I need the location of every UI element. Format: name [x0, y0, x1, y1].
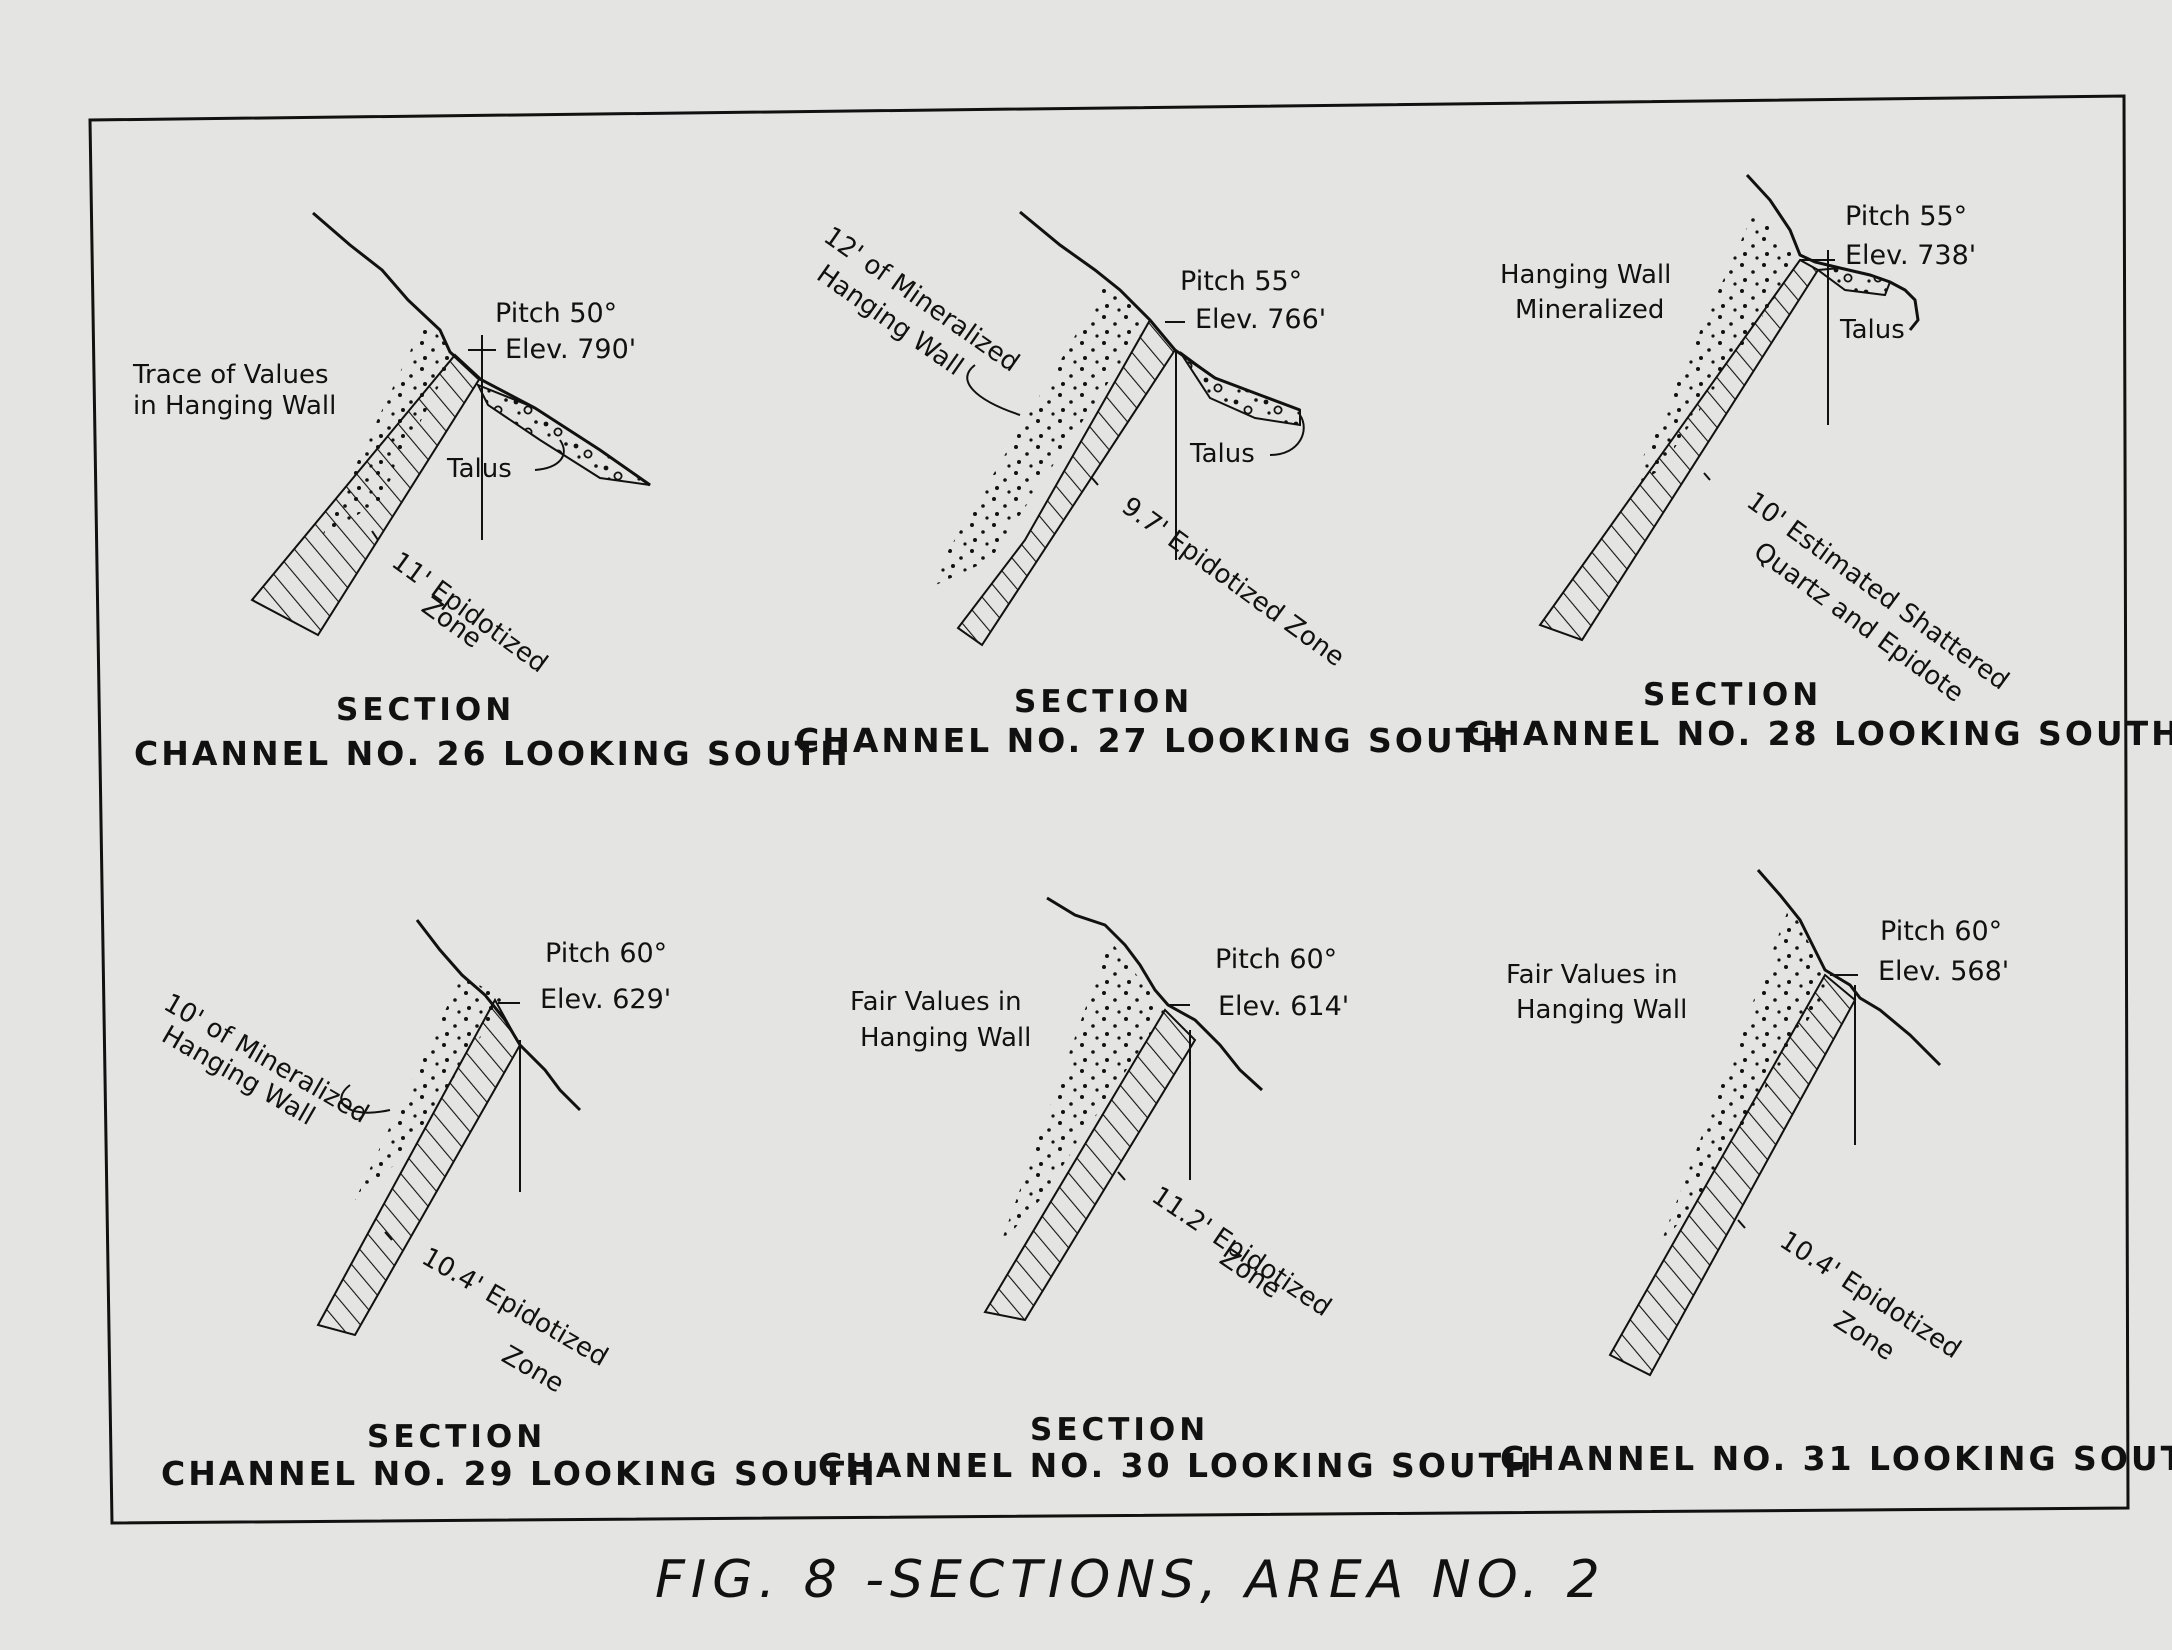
hanging-wall-note-2: Hanging Wall — [860, 1023, 1031, 1053]
hanging-wall-mineralized — [1628, 210, 1800, 490]
hanging-wall-note: Hanging Wall — [1500, 260, 1671, 290]
section-label: SECTION — [1014, 684, 1193, 720]
ground-surface-line — [1046, 896, 1264, 1092]
section-label: SECTION — [1643, 677, 1822, 713]
hanging-wall-note-2: Mineralized — [1515, 295, 1664, 325]
zone-note: 11' Epidotized — [386, 546, 553, 679]
talus-label: Talus — [446, 454, 512, 484]
drawing-border — [88, 94, 2130, 1525]
epidotized-zone — [316, 997, 522, 1337]
elevation-label: Elev. 790' — [505, 334, 636, 365]
hanging-wall-note: Trace of Values — [132, 360, 329, 390]
channel-title: CHANNEL NO. 28 LOOKING SOUTH — [1465, 714, 2172, 753]
section-panel-27: Pitch 55° Elev. 766' 12' of Mineralized … — [795, 210, 1512, 760]
talus-label: Talus — [1189, 439, 1255, 469]
hanging-wall-mineralized — [925, 285, 1150, 590]
channel-title: CHANNEL NO. 26 LOOKING SOUTH — [134, 734, 851, 773]
hanging-wall-mineralized — [1660, 905, 1830, 1245]
zone-note: 10' Estimated Shattered — [1741, 486, 2014, 696]
figure-title: FIG. 8 -SECTIONS, AREA NO. 2 — [655, 1550, 1606, 1610]
pitch-label: Pitch 60° — [1880, 916, 2002, 947]
epidotized-zone — [1538, 258, 1820, 642]
epidotized-zone — [1608, 973, 1857, 1377]
epidotized-zone — [250, 353, 482, 637]
channel-title: CHANNEL NO. 31 LOOKING SOUTH — [1500, 1439, 2172, 1478]
hanging-wall-note: Fair Values in — [850, 987, 1022, 1017]
elevation-label: Elev. 629' — [540, 984, 671, 1015]
elevation-label: Elev. 738' — [1845, 240, 1976, 271]
pitch-label: Pitch 60° — [1215, 944, 1337, 975]
section-label: SECTION — [1030, 1412, 1209, 1448]
channel-title: CHANNEL NO. 30 LOOKING SOUTH — [818, 1446, 1535, 1485]
pitch-label: Pitch 60° — [545, 938, 667, 969]
elevation-label: Elev. 614' — [1218, 991, 1349, 1022]
hanging-wall-note: Fair Values in — [1506, 960, 1678, 990]
section-panel-29: Pitch 60° Elev. 629' 10' of Mineralized … — [157, 919, 878, 1493]
section-panel-26: Pitch 50° Elev. 790' Trace of Values in … — [132, 211, 851, 773]
elevation-label: Elev. 568' — [1878, 956, 2009, 987]
pitch-label: Pitch 55° — [1845, 201, 1967, 232]
elevation-label: Elev. 766' — [1195, 304, 1326, 335]
channel-title: CHANNEL NO. 27 LOOKING SOUTH — [795, 721, 1512, 760]
section-label: SECTION — [336, 692, 515, 728]
talus-deposit — [1815, 266, 1892, 297]
hanging-wall-mineralized — [1000, 940, 1165, 1245]
hanging-wall-note-2: Hanging Wall — [1516, 995, 1687, 1025]
talus-deposit — [1179, 351, 1301, 427]
section-panel-30: Pitch 60° Elev. 614' Fair Values in Hang… — [818, 896, 1535, 1485]
section-panel-28: Pitch 55° Elev. 738' Hanging Wall Minera… — [1465, 173, 2172, 753]
pitch-label: Pitch 50° — [495, 298, 617, 329]
epidotized-zone — [956, 318, 1177, 647]
hanging-wall-mineralized — [355, 975, 505, 1200]
zone-note: 9.7' Epidotized Zone — [1116, 491, 1350, 672]
talus-label: Talus — [1839, 315, 1905, 345]
epidotized-zone — [983, 1008, 1197, 1322]
channel-title: CHANNEL NO. 29 LOOKING SOUTH — [161, 1454, 878, 1493]
section-panel-31: Pitch 60° Elev. 568' Fair Values in Hang… — [1500, 869, 2172, 1478]
pitch-label: Pitch 55° — [1180, 266, 1302, 297]
section-label: SECTION — [367, 1419, 546, 1455]
talus-deposit — [475, 383, 651, 486]
hanging-wall-note-2: in Hanging Wall — [133, 391, 336, 421]
